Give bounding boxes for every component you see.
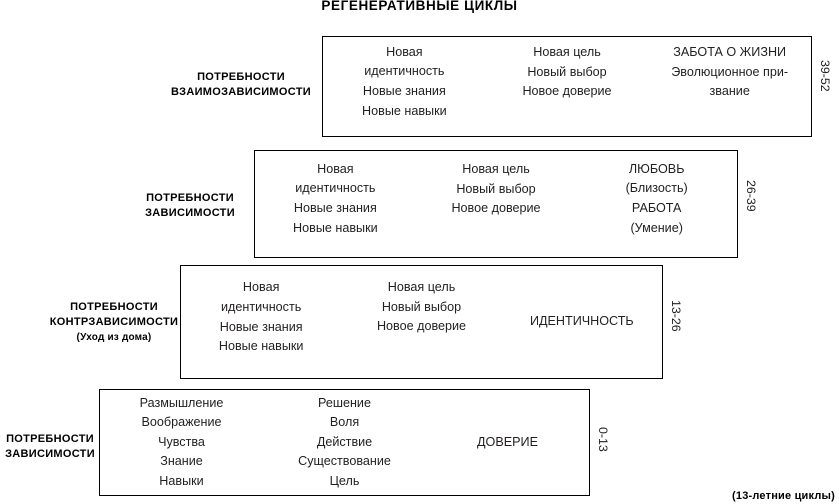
cycle-item: идентичность (221, 299, 302, 314)
age-range-39-52: 39-52 (818, 60, 832, 92)
cycle-column: ДОВЕРИЕ (426, 433, 589, 453)
cycle-item: Новые знания (362, 84, 446, 98)
cycle-item: Эволюционное при- (671, 64, 789, 79)
row-label-line1: ПОТРЕБНОСТИ (146, 192, 234, 204)
cycle-item: Новый выбор (381, 299, 462, 314)
row-label-sublabel: (Уход из дома) (76, 332, 152, 343)
cycle-item: Новые знания (293, 201, 377, 215)
row-label-dependence-lower: ПОТРЕБНОСТИ ЗАВИСИМОСТИ (0, 432, 100, 462)
row-label-line2: ЗАВИСИМОСТИ (5, 448, 95, 460)
cycle-column: ЛЮБОВЬ (Близость) РАБОТА (Умение) (576, 160, 737, 238)
diagram-title: РЕГЕНЕРАТИВНЫЕ ЦИКЛЫ (321, 0, 518, 13)
cycle-column: Новая цель Новый выбор Новое доверие (486, 43, 649, 102)
row-label-line1: ПОТРЕБНОСТИ (197, 71, 285, 83)
cycle-item: Новая (386, 44, 423, 59)
cycle-column: Решение Воля Действие Существование Цель (263, 394, 426, 492)
cycle-item: (Близость) (625, 181, 688, 196)
age-range-13-26: 13-26 (669, 300, 683, 332)
row-label-line2: ЗАВИСИМОСТИ (145, 207, 235, 219)
row-label-counterdependence: ПОТРЕБНОСТИ КОНТРЗАВИСИМОСТИ (Уход из до… (38, 300, 190, 345)
cycle-column: ИДЕНТИЧНОСТЬ (502, 312, 662, 332)
row-label-dependence-upper: ПОТРЕБНОСТИ ЗАВИСИМОСТИ (118, 191, 262, 221)
cycle-box-counterdependence: Новая идентичность Новые знания Новые на… (180, 265, 663, 379)
cycle-item: Знание (160, 454, 203, 469)
cycle-item: Цель (329, 473, 360, 488)
cycle-column: Новая идентичность Новые знания Новые на… (255, 160, 416, 238)
cycle-item: Новый выбор (527, 64, 607, 79)
cycle-item: идентичность (364, 64, 445, 79)
diagram-footnote: (13-летние циклы) (732, 490, 835, 502)
cycle-box-interdependence: Новая идентичность Новые знания Новые на… (322, 36, 812, 137)
age-range-26-39: 26-39 (744, 180, 758, 212)
cycle-item: Существование (298, 454, 391, 469)
cycle-item: Новые навыки (293, 220, 378, 235)
cycle-item: Новое доверие (451, 201, 541, 216)
cycle-item: ЗАБОТА О ЖИЗНИ (673, 45, 787, 60)
cycle-item: РАБОТА (631, 201, 682, 215)
cycle-item: Навыки (159, 473, 204, 488)
cycle-column: Размышление Воображение Чувства Знание Н… (100, 394, 263, 492)
cycle-column: Новая цель Новый выбор Новое доверие (416, 160, 577, 219)
cycle-box-dependence-upper: Новая идентичность Новые знания Новые на… (254, 150, 738, 258)
cycle-item: Новый выбор (456, 181, 536, 196)
cycle-item: Решение (318, 395, 371, 410)
row-label-line2: КОНТРЗАВИСИМОСТИ (49, 316, 179, 328)
cycle-box-dependence-lower: Размышление Воображение Чувства Знание Н… (99, 389, 590, 496)
cycle-item: Действие (316, 434, 373, 449)
cycle-item: Новые навыки (362, 103, 447, 118)
cycle-item: ЛЮБОВЬ (628, 161, 685, 176)
row-label-line2: ВЗАИМОЗАВИСИМОСТИ (171, 86, 311, 98)
cycle-item: Новая цель (462, 162, 530, 177)
cycle-item: Новое доверие (376, 319, 467, 334)
cycle-item: (Умение) (630, 220, 683, 235)
cycle-column: Новая идентичность Новые знания Новые на… (181, 278, 341, 356)
cycle-item: ДОВЕРИЕ (477, 434, 538, 449)
cycle-item: Воображение (141, 415, 222, 430)
cycle-item: звание (709, 84, 750, 99)
cycle-item: Чувства (158, 434, 205, 449)
cycle-item: Новые знания (219, 319, 303, 334)
cycle-item: Новая цель (387, 280, 456, 295)
cycle-item: Новая (317, 161, 354, 176)
cycle-item: идентичность (295, 181, 376, 196)
cycle-column: Новая цель Новый выбор Новое доверие (341, 278, 501, 337)
row-label-line1: ПОТРЕБНОСТИ (6, 433, 94, 445)
cycle-item: Воля (329, 415, 360, 430)
cycle-item: Новые навыки (218, 339, 304, 354)
row-label-line1: ПОТРЕБНОСТИ (70, 301, 158, 313)
cycle-item: Новое доверие (522, 84, 612, 99)
cycle-column: Новая идентичность Новые знания Новые на… (323, 43, 486, 121)
row-label-interdependence: ПОТРЕБНОСТИ ВЗАИМОЗАВИСИМОСТИ (150, 70, 332, 100)
age-range-0-13: 0-13 (596, 427, 610, 452)
cycle-item: ИДЕНТИЧНОСТЬ (529, 314, 634, 329)
cycle-item: Новая цель (533, 45, 601, 60)
cycle-item: Размышление (139, 395, 224, 410)
cycle-column: ЗАБОТА О ЖИЗНИ Эволюционное при- звание (648, 43, 811, 102)
cycle-item: Новая (242, 280, 280, 295)
